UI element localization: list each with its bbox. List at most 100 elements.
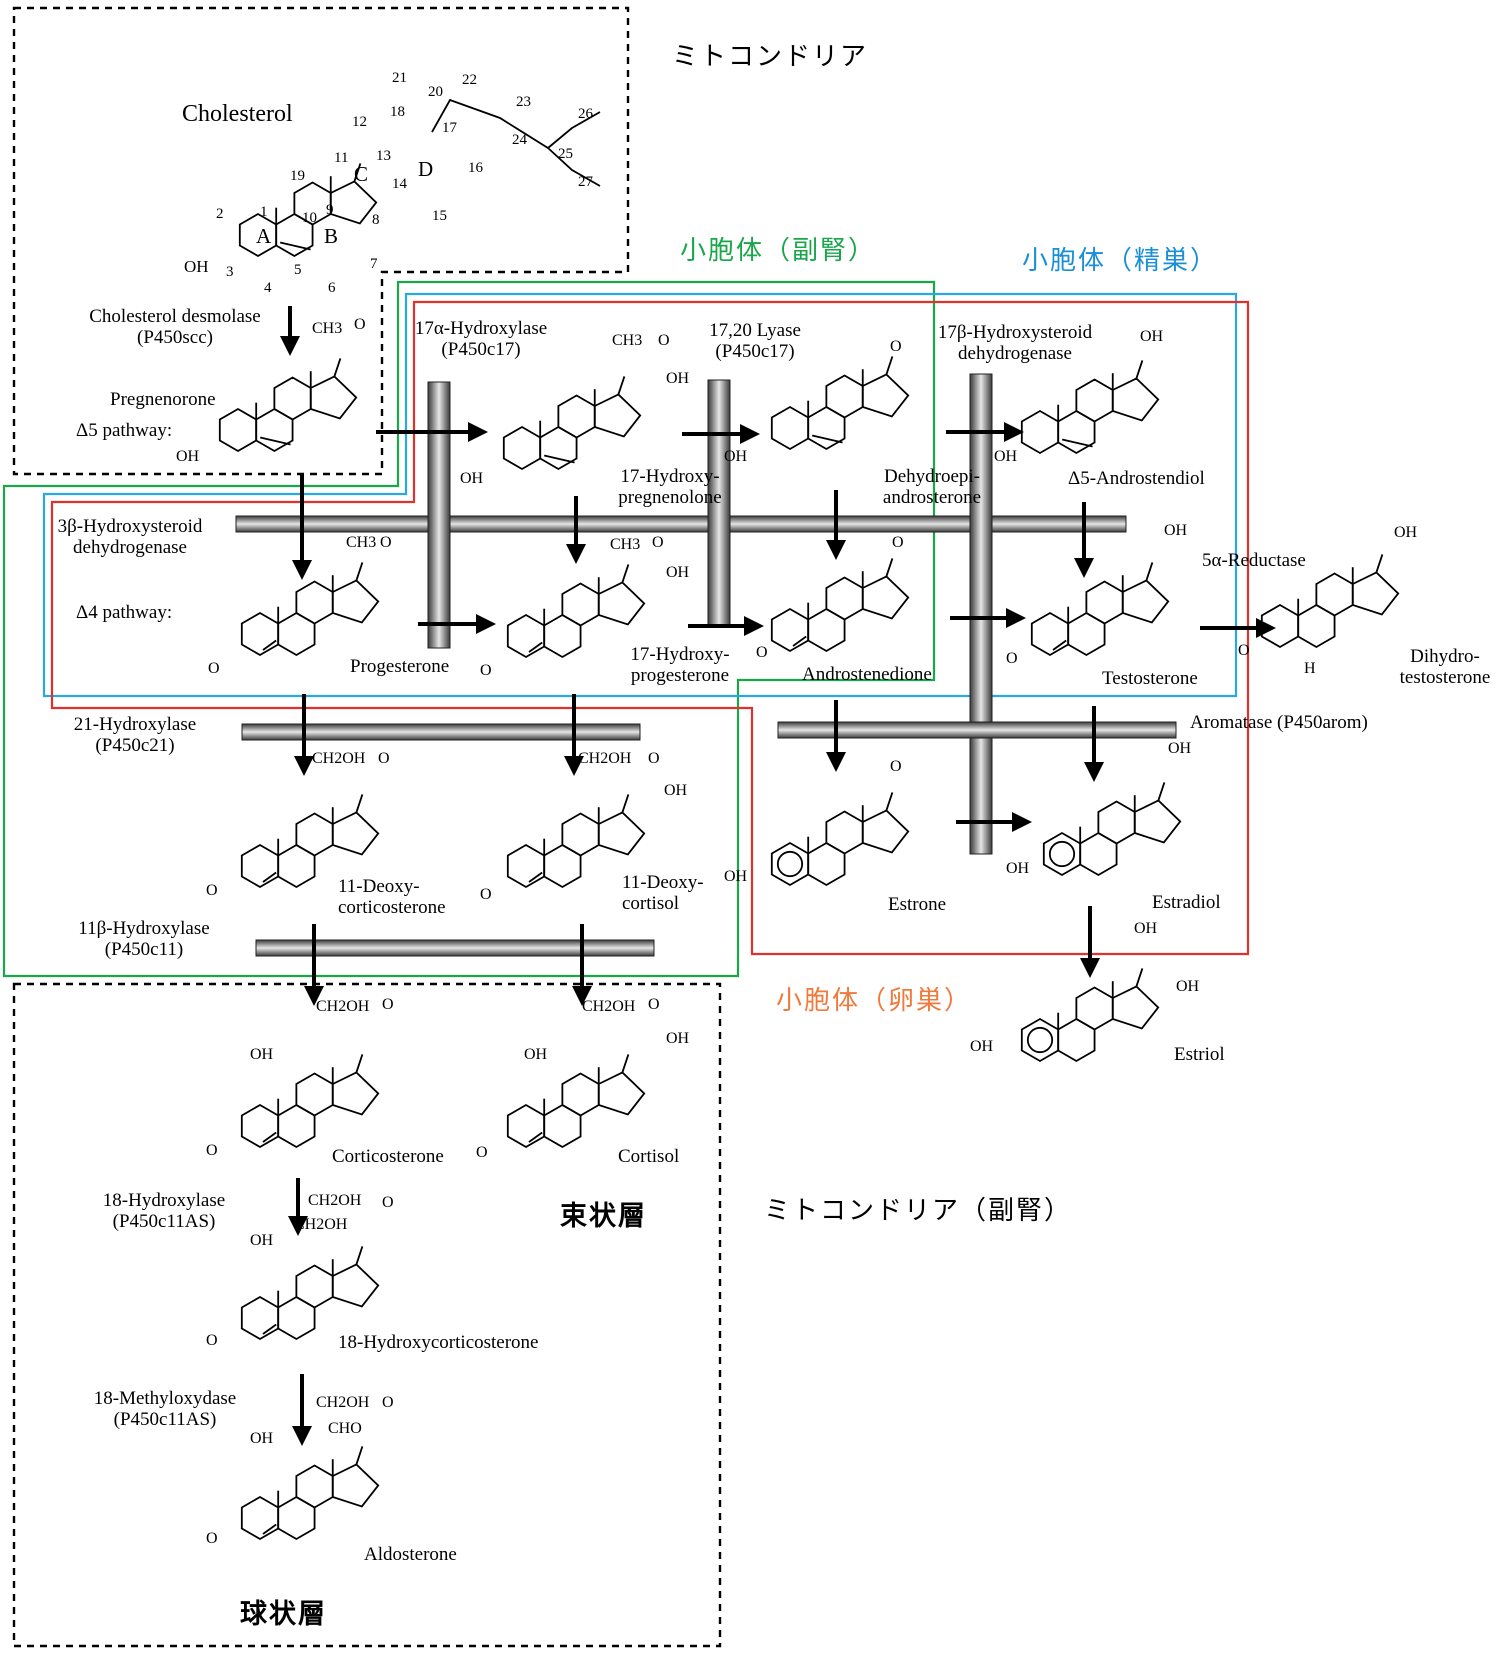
ring	[825, 374, 864, 419]
cholesterol-side-chain	[431, 98, 601, 150]
compartment-borders	[2, 6, 1250, 1648]
double-bond	[528, 1131, 543, 1143]
substituent-o: O	[1006, 650, 1018, 667]
ring	[295, 1264, 334, 1309]
carbon-number: 19	[290, 168, 305, 184]
c17-bond	[621, 564, 630, 583]
c17-bond	[885, 792, 894, 811]
substituent-ch2oh: CH2OH	[582, 998, 636, 1015]
substituent-o: O	[1238, 642, 1250, 659]
ring	[502, 425, 542, 471]
compound-corticosterone: Corticosterone	[332, 1146, 444, 1167]
carbon-number: 8	[372, 212, 380, 228]
compound-11-deoxycortisol: 11-Deoxy-cortisol	[622, 872, 704, 914]
substituent-o: O	[658, 332, 670, 349]
structure-progesterone	[240, 562, 380, 657]
ring-label-a: A	[256, 224, 272, 248]
structure-17oh-progesterone	[506, 564, 646, 659]
c17-bond	[355, 794, 364, 813]
substituent-ch3: CH3	[610, 536, 641, 553]
carbon-number: 23	[516, 94, 531, 110]
ring	[240, 843, 280, 889]
carbon-number: 3	[226, 264, 234, 280]
ring	[561, 812, 600, 857]
substituent-o: O	[892, 534, 904, 551]
aromatic-circle	[1048, 840, 1076, 868]
ring	[273, 376, 312, 421]
substituent-o: O	[206, 1530, 218, 1547]
pathway-delta5: Δ5 pathway:	[76, 420, 173, 441]
ring	[1020, 409, 1060, 455]
substituent-o: O	[206, 882, 218, 899]
ring	[1075, 986, 1114, 1031]
ring	[277, 1495, 316, 1541]
c17-bond	[355, 1246, 364, 1265]
structure-pregnenolone	[218, 358, 358, 453]
carbon-number: 13	[376, 148, 391, 164]
ring	[506, 1103, 546, 1149]
ring	[770, 607, 810, 653]
ring	[1315, 572, 1354, 617]
double-bond	[259, 436, 291, 446]
ring	[1067, 611, 1106, 657]
zone-label-glomerulosa: 球状層	[240, 1599, 327, 1630]
substituent-o: O	[648, 996, 660, 1013]
ring	[295, 1464, 334, 1509]
structure-11-deoxycortisol	[506, 794, 646, 889]
ring	[295, 580, 334, 625]
aromatic-circle	[776, 850, 804, 878]
substituent-o: O	[382, 1194, 394, 1211]
substituent-oh: OH	[460, 470, 484, 487]
carbon-number: 25	[558, 146, 573, 162]
carbon-number: 24	[512, 132, 527, 148]
ring	[277, 1295, 316, 1341]
ring	[1075, 378, 1114, 423]
region-label-mitochondria-adrenal: ミトコンドリア（副腎）	[764, 1196, 1073, 1226]
structure-dhea	[770, 356, 910, 451]
compound-11-deoxycorticosterone: 11-Deoxy-corticosterone	[338, 876, 446, 918]
substituent-ch3: CH3	[346, 534, 377, 551]
substituent-o: O	[380, 534, 392, 551]
er-ovary-border	[50, 300, 1250, 956]
carbon-number: 18	[390, 104, 405, 120]
bar-17a-hydroxylase	[427, 381, 451, 649]
substituent-oh: OH	[724, 868, 748, 885]
structure-cholesterol	[238, 163, 378, 258]
zone-label-fasciculata: 束状層	[560, 1201, 647, 1232]
ring	[506, 843, 546, 889]
ring	[1030, 611, 1070, 657]
c17-bond	[1145, 562, 1154, 581]
c17-bond	[333, 358, 342, 377]
ring	[255, 407, 294, 453]
double-bond	[1061, 438, 1093, 448]
structure-dht	[1260, 554, 1400, 649]
ring-d	[1111, 377, 1160, 422]
carbon-number: 10	[302, 210, 317, 226]
double-bond	[543, 454, 575, 464]
substituent-oh: OH	[970, 1038, 994, 1055]
c17-bond	[1375, 554, 1384, 573]
carbon-number: 22	[462, 72, 477, 88]
substituent-o: O	[354, 316, 366, 333]
ring-d	[331, 579, 380, 624]
substituent-ch3: CH3	[312, 320, 343, 337]
ring-label-d: D	[418, 157, 434, 181]
c17-bond	[355, 1446, 364, 1465]
bar-21-hydroxylase	[241, 723, 641, 741]
substituent-ch2oh: CH2OH	[316, 1394, 370, 1411]
double-bond	[792, 635, 807, 647]
c17-bond	[621, 1054, 630, 1073]
compound-androstenedione: Androstenedione	[802, 664, 932, 685]
substituent-o: O	[652, 534, 664, 551]
substituent-o: O	[648, 750, 660, 767]
compound-androstenediol: Δ5-Androstendiol	[1068, 468, 1205, 489]
ring	[1057, 1017, 1096, 1063]
bar-aromatase	[777, 721, 1177, 739]
substituent-o: O	[476, 1144, 488, 1161]
c17-bond	[1135, 360, 1144, 379]
compound-estriol: Estriol	[1174, 1044, 1225, 1065]
carbon-number: 15	[432, 208, 447, 224]
